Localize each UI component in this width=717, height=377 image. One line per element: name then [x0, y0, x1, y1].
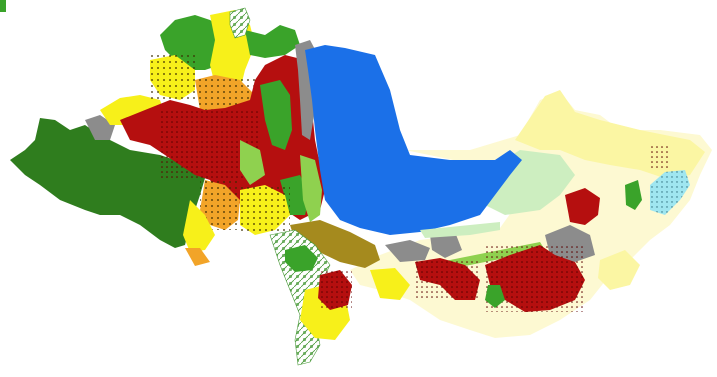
zone-green-core-1	[260, 80, 292, 150]
zone-forest-west	[10, 118, 205, 248]
zone-light-green-shore	[300, 155, 322, 222]
corner-mark	[0, 0, 6, 12]
zone-yellow-sw	[183, 200, 215, 252]
zone-orange-sw-small	[185, 248, 210, 266]
zone-yellow-east-1	[370, 268, 410, 300]
zone-green-east-small	[485, 285, 505, 308]
zone-yellow-east-2	[598, 250, 640, 290]
zone-green-south-blob	[285, 245, 318, 272]
water-body	[305, 45, 522, 235]
zone-cyan-far-east	[650, 170, 690, 215]
zone-hatch-north	[229, 7, 251, 39]
zone-gray-south-1	[385, 240, 430, 262]
zone-urban-se1-dots	[415, 258, 480, 300]
zone-yellow-dots	[150, 55, 195, 100]
zone-olive-band	[290, 220, 380, 268]
zone-pale-green-strip	[420, 222, 500, 238]
zone-urban-south-dots	[318, 270, 352, 310]
zone-gray-south-2	[430, 232, 462, 258]
zone-urban-east	[565, 188, 600, 225]
zone-yellow-cs-dots	[240, 185, 290, 235]
zone-green-north-strip	[245, 25, 300, 58]
zone-light-green-core	[240, 140, 265, 185]
zone-far-east-dots	[650, 145, 670, 170]
zone-green-east-far	[625, 180, 642, 210]
